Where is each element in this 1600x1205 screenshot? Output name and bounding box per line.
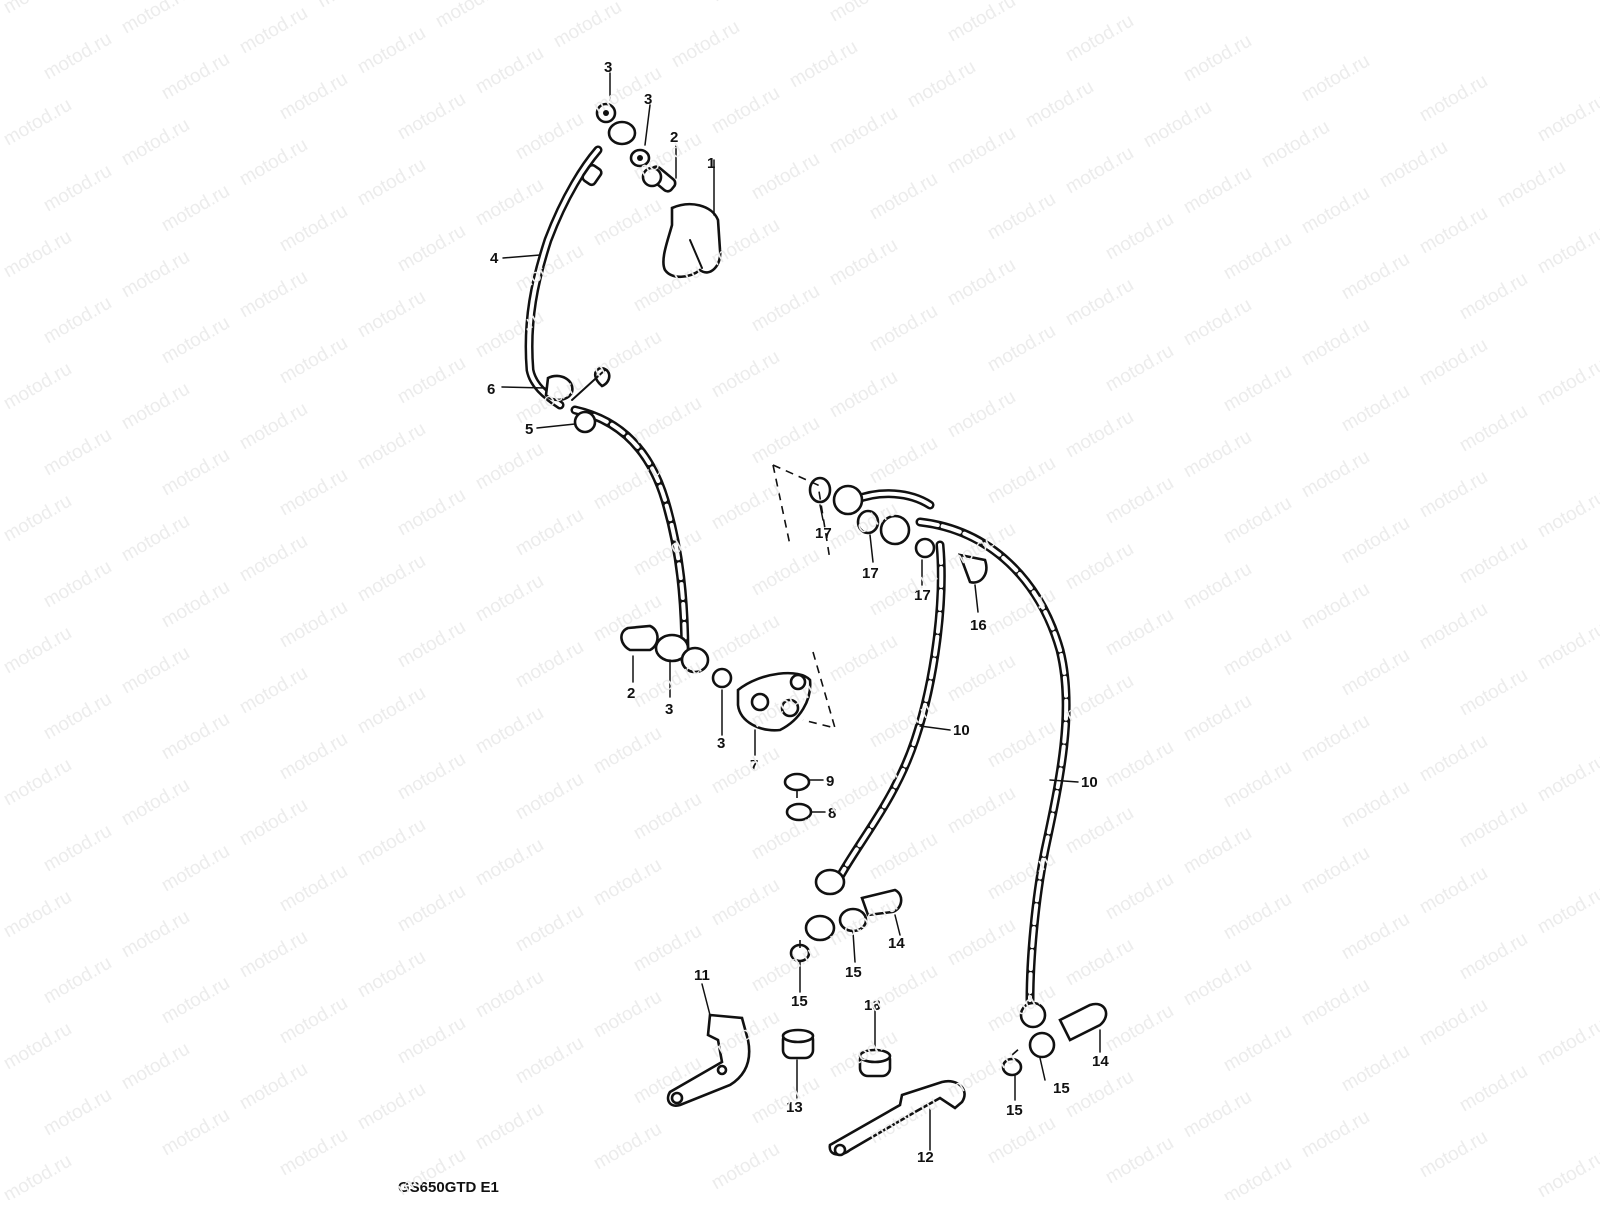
grommet-left — [781, 1028, 815, 1060]
callout-17-a: 17 — [815, 525, 832, 542]
callout-14-left: 14 — [888, 935, 905, 952]
hose-clamp-upper — [544, 366, 611, 434]
brake-hose-joint — [736, 671, 812, 732]
callout-10-right: 10 — [1081, 774, 1098, 791]
lower-left-fittings — [789, 868, 903, 963]
callout-3-mid-a: 3 — [665, 701, 673, 718]
diagram-code: GS650GTD E1 — [398, 1179, 499, 1196]
callout-3-top-b: 3 — [644, 91, 652, 108]
callout-17-c: 17 — [914, 587, 931, 604]
upper-brake-hose — [524, 145, 603, 410]
middle-brake-hose — [570, 405, 690, 665]
callout-11: 11 — [694, 967, 710, 984]
callout-2-mid: 2 — [627, 685, 635, 702]
hose-bracket-right — [828, 1079, 966, 1157]
callout-16: 16 — [970, 617, 987, 634]
callout-5: 5 — [525, 421, 533, 438]
callout-4: 4 — [490, 250, 499, 267]
callout-13-top: 13 — [864, 997, 881, 1014]
callout-3-mid-c: 3 — [717, 735, 725, 752]
callout-17-b: 17 — [862, 565, 879, 582]
hose-link — [850, 489, 935, 510]
upper-right-fittings — [808, 476, 988, 584]
callout-14-right: 14 — [1092, 1053, 1109, 1070]
callout-12: 12 — [917, 1149, 934, 1166]
lower-right-fittings — [1001, 1001, 1108, 1077]
callout-13-left: 13 — [786, 1099, 803, 1116]
callout-15-c: 15 — [1053, 1080, 1070, 1097]
leader-lines — [501, 72, 1101, 1151]
upper-union-bolt — [641, 165, 677, 193]
callout-3-top-a: 3 — [604, 59, 612, 76]
brake-hose-cap — [662, 203, 722, 279]
lower-union-bolt — [620, 624, 733, 689]
callout-8: 8 — [828, 805, 836, 822]
upper-banjo-fitting — [595, 102, 651, 168]
callout-2-top: 2 — [670, 129, 678, 146]
callout-9: 9 — [826, 773, 834, 790]
callout-15-d: 15 — [1006, 1102, 1023, 1119]
joint-bolt — [783, 772, 813, 822]
grommet-right — [858, 1048, 892, 1078]
callout-labels: 1 2 3 3 3 2 3 3 4 5 6 7 8 9 10 10 11 12 … — [398, 59, 1109, 1196]
callout-6: 6 — [487, 381, 495, 398]
guide-lines — [772, 464, 1021, 1056]
callout-1: 1 — [707, 155, 715, 172]
callout-10-left: 10 — [953, 722, 970, 739]
callout-15-b: 15 — [845, 964, 862, 981]
hose-bracket-left — [666, 1013, 751, 1107]
callout-7: 7 — [750, 757, 758, 774]
right-caliper-hose — [915, 517, 1071, 1005]
callout-15-a: 15 — [791, 993, 808, 1010]
left-caliper-hose — [833, 540, 946, 885]
